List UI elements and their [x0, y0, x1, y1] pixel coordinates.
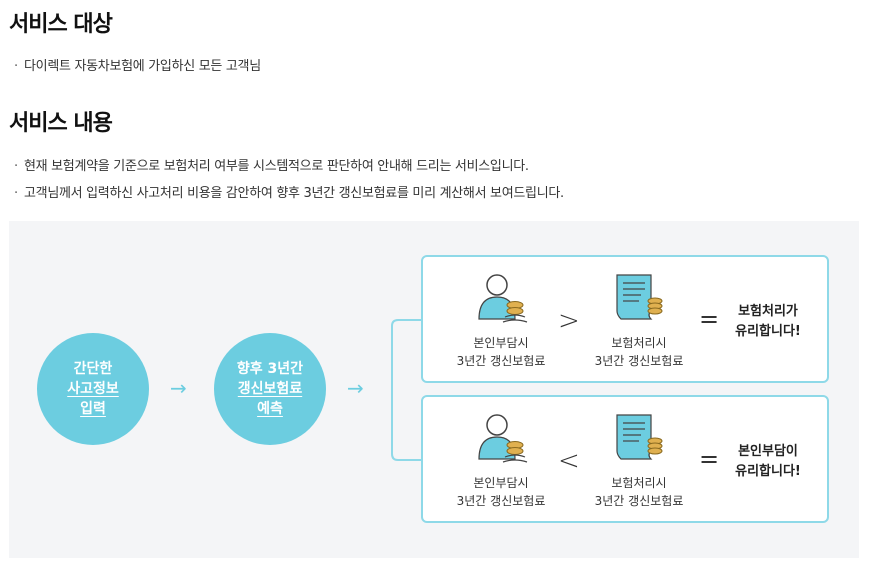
flow-arrow-icon: →	[170, 376, 187, 400]
case-box-insurance-better: 본인부담시 3년간 갱신보험료 > 보험처리시 3년간 갱신보험료 = 보험처리…	[421, 255, 829, 383]
step2-line2: 갱신보험료	[237, 381, 303, 397]
caption-line1: 본인부담시	[473, 476, 529, 490]
result-text: 보험처리가 유리합니다!	[713, 302, 823, 342]
insurance-caption: 보험처리시 3년간 갱신보험료	[574, 334, 704, 370]
bracket-connector	[391, 319, 422, 461]
person-with-coins-icon	[475, 411, 535, 471]
equals-sign: =	[699, 305, 720, 333]
content-item-text: 현재 보험계약을 기준으로 보험처리 여부를 시스템적으로 판단하여 안내해 드…	[24, 159, 529, 174]
bullet-dot: ·	[14, 59, 18, 74]
caption-line1: 보험처리시	[611, 336, 667, 350]
content-item: · 고객님께서 입력하신 사고처리 비용을 감안하여 향후 3년간 갱신보험료를 …	[14, 182, 564, 201]
caption-line2: 3년간 갱신보험료	[594, 494, 684, 508]
result-line2: 유리합니다!	[735, 464, 801, 479]
bullet-dot: ·	[14, 186, 18, 201]
person-with-coins-icon	[475, 271, 535, 331]
caption-line1: 본인부담시	[473, 336, 529, 350]
result-text: 본인부담이 유리합니다!	[713, 442, 823, 482]
caption-line1: 보험처리시	[611, 476, 667, 490]
flow-arrow-icon: →	[347, 376, 364, 400]
step1-line3: 입력	[80, 401, 106, 417]
result-line1: 보험처리가	[738, 304, 798, 319]
section-title-content: 서비스 내용	[9, 111, 113, 136]
step2-line1: 향후 3년간	[236, 361, 304, 377]
document-with-coins-icon	[611, 411, 671, 471]
self-pay-caption: 본인부담시 3년간 갱신보험료	[436, 334, 566, 370]
step-circle-input: 간단한 사고정보 입력	[37, 333, 149, 445]
result-line1: 본인부담이	[738, 444, 798, 459]
result-line2: 유리합니다!	[735, 324, 801, 339]
step1-line2: 사고정보	[67, 381, 119, 397]
section-title-target: 서비스 대상	[9, 12, 113, 37]
caption-line2: 3년간 갱신보험료	[456, 494, 546, 508]
step2-line3: 예측	[257, 401, 283, 417]
target-item-text: 다이렉트 자동차보험에 가입하신 모든 고객님	[24, 59, 261, 74]
target-item: · 다이렉트 자동차보험에 가입하신 모든 고객님	[14, 55, 261, 74]
caption-line2: 3년간 갱신보험료	[594, 354, 684, 368]
case-box-self-pay-better: 본인부담시 3년간 갱신보험료 < 보험처리시 3년간 갱신보험료 = 본인부담…	[421, 395, 829, 523]
greater-than-sign: >	[558, 306, 580, 336]
content-item: · 현재 보험계약을 기준으로 보험처리 여부를 시스템적으로 판단하여 안내해 …	[14, 155, 529, 174]
self-pay-caption: 본인부담시 3년간 갱신보험료	[436, 474, 566, 510]
equals-sign: =	[699, 445, 720, 473]
step-circle-predict: 향후 3년간 갱신보험료 예측	[214, 333, 326, 445]
step1-line1: 간단한	[73, 361, 113, 377]
content-item-text: 고객님께서 입력하신 사고처리 비용을 감안하여 향후 3년간 갱신보험료를 미…	[24, 186, 564, 201]
less-than-sign: <	[558, 446, 580, 476]
caption-line2: 3년간 갱신보험료	[456, 354, 546, 368]
insurance-caption: 보험처리시 3년간 갱신보험료	[574, 474, 704, 510]
bullet-dot: ·	[14, 159, 18, 174]
document-with-coins-icon	[611, 271, 671, 331]
